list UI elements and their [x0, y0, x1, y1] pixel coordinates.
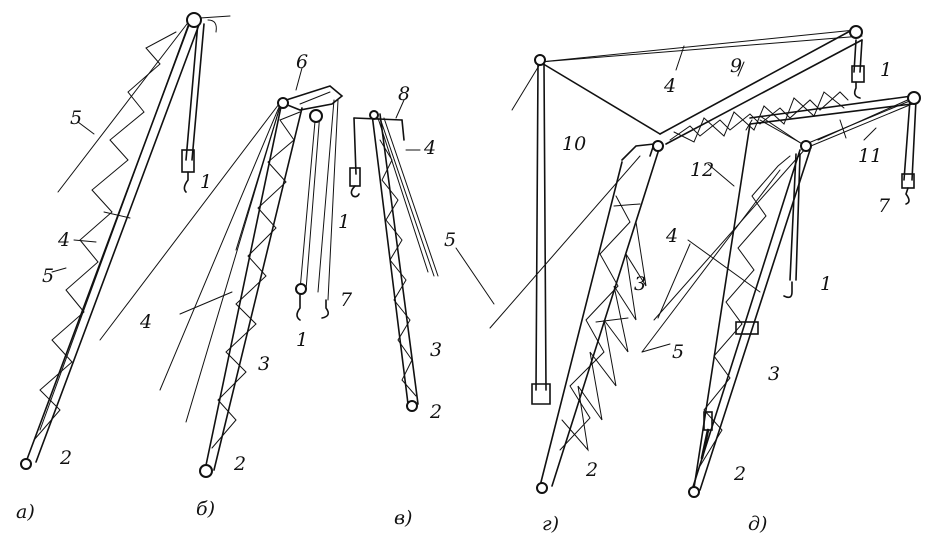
label-d-5: 5 [672, 341, 684, 363]
caption-g: г) [542, 513, 559, 535]
panel-g-jib-heel-pin [652, 140, 664, 152]
panel-b-boom-head-sheave-1 [277, 97, 289, 109]
label-c-3: 3 [430, 339, 442, 361]
label-b-6: 6 [296, 51, 308, 73]
label-d-4: 4 [665, 225, 678, 247]
panel-captions: а) б) в) г) д) [16, 498, 767, 535]
label-a-5-top: 5 [70, 107, 82, 129]
panel-b-boom-head-sheave-2 [309, 109, 323, 123]
panel-g-boom [489, 29, 865, 487]
label-g-4: 4 [663, 75, 676, 97]
caption-c: в) [394, 507, 412, 529]
label-a-1: 1 [200, 171, 212, 193]
label-g-10: 10 [562, 133, 586, 155]
label-c-5: 5 [444, 229, 456, 251]
caption-b: б) [196, 498, 215, 520]
panel-c-boom [349, 113, 439, 405]
panel-g-jib-head-sheave [849, 25, 863, 39]
label-d-3: 3 [768, 363, 780, 385]
label-c-2: 2 [429, 401, 442, 423]
panel-d-jib-head-sheave [907, 91, 921, 105]
panel-d-boom-head-sheave [800, 140, 812, 152]
caption-d: д) [748, 513, 767, 535]
label-d-12: 12 [690, 159, 714, 181]
label-a-2: 2 [59, 447, 72, 469]
label-b-4: 4 [139, 311, 152, 333]
panel-a-boom [25, 15, 231, 463]
panel-b-boom [99, 85, 344, 471]
part-labels: 5 4 5 2 1 6 4 3 2 1 7 8 4 5 1 3 2 9 4 1 … [42, 51, 892, 485]
panel-g-boom-heel-pin [536, 482, 548, 494]
label-b-1: 1 [296, 329, 308, 351]
label-g-3: 3 [634, 273, 646, 295]
panel-d-boom-heel-pin [688, 486, 700, 498]
label-g-1: 1 [880, 59, 892, 81]
label-b-7: 7 [340, 289, 353, 311]
panel-a-boom-head-sheave [186, 12, 202, 28]
label-d-1: 1 [820, 273, 832, 295]
panel-c-boom-heel-pin [406, 400, 418, 412]
label-a-5-bottom: 5 [42, 265, 54, 287]
caption-a: а) [16, 501, 35, 523]
label-g-9: 9 [730, 55, 742, 77]
panel-b-boom-heel-pin [199, 464, 213, 478]
label-b-2: 2 [233, 453, 246, 475]
panel-a-boom-heel-pin [20, 458, 32, 470]
panel-c-boom-head-sheave [369, 110, 379, 120]
leader-lines [51, 45, 877, 319]
label-d-2: 2 [733, 463, 746, 485]
panel-d-boom [641, 95, 917, 491]
label-d-7: 7 [878, 195, 891, 217]
label-g-2: 2 [585, 459, 598, 481]
label-c-4: 4 [423, 137, 436, 159]
label-d-11: 11 [858, 145, 882, 167]
panel-g-mast-top-sheave [534, 54, 546, 66]
label-c-1: 1 [338, 211, 350, 233]
panel-b-main-hook-block [295, 283, 307, 295]
label-a-4: 4 [57, 229, 70, 251]
label-c-8: 8 [398, 83, 410, 105]
label-b-3: 3 [258, 353, 270, 375]
